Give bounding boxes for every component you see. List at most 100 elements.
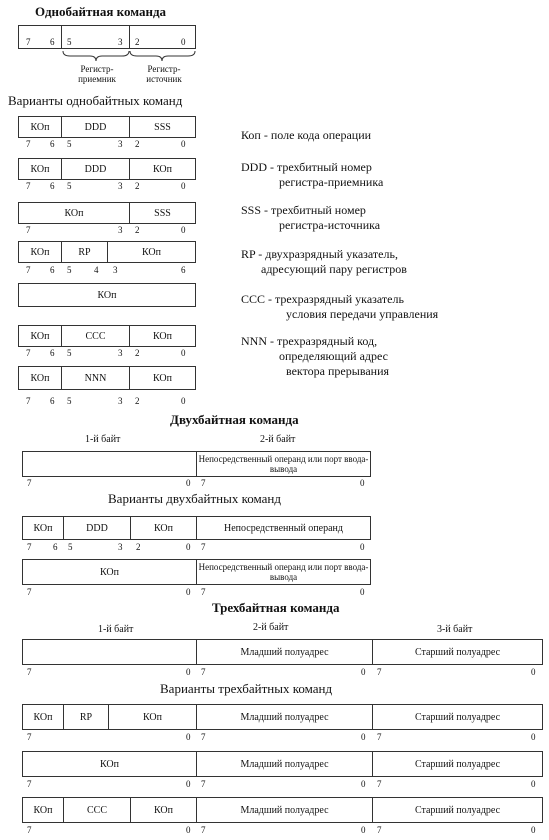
legend-item-nnn: NNN - трехразрядный код, определяющий ад… [241, 334, 389, 379]
title-two-byte: Двухбайтная команда [170, 412, 299, 427]
field-low-half: Младший полуадрес [196, 797, 373, 823]
field-kop: КОп [18, 202, 130, 224]
bit-label: 3 [118, 139, 123, 149]
bit-label: 5 [67, 265, 72, 275]
legend-item-sss: SSS - трехбитный номер регистра-источник… [241, 203, 380, 233]
field-kop: КОп [107, 241, 196, 263]
bit-label: 0 [361, 825, 366, 835]
field-rp: RP [63, 704, 109, 730]
bit-label: 7 [377, 667, 382, 677]
field-kop: КОп [129, 158, 196, 180]
legend-text: вектора прерывания [286, 364, 390, 378]
bit-label: 0 [181, 37, 186, 47]
field-dest [61, 25, 130, 49]
bit-label: 6 [50, 181, 55, 191]
legend-text: регистра-приемника [279, 175, 384, 189]
field-kop: КОп [130, 797, 197, 823]
bit-label: 0 [181, 225, 186, 235]
byte-label: 2-й байт [253, 622, 289, 633]
title-one-byte-variants: Варианты однобайтных команд [8, 93, 183, 108]
bit-label: 7 [26, 37, 31, 47]
bit-label: 7 [26, 139, 31, 149]
bit-label: 0 [361, 732, 366, 742]
bit-label: 7 [377, 825, 382, 835]
brace-lines [62, 50, 196, 62]
title-two-byte-variants: Варианты двухбайтных команд [108, 491, 281, 506]
bit-label: 0 [186, 542, 191, 552]
bit-label: 3 [113, 265, 118, 275]
field-kop: КОп [22, 751, 197, 777]
bit-label: 3 [118, 348, 123, 358]
bit-label: 3 [118, 181, 123, 191]
bit-label: 6 [50, 139, 55, 149]
bit-label: 6 [181, 265, 186, 275]
bit-label: 7 [26, 396, 31, 406]
field-imm-port: Непосредственный операнд или порт ввода-… [196, 559, 371, 585]
bit-label: 7 [201, 825, 206, 835]
field-kop: КОп [22, 516, 64, 540]
field-opcode-byte [22, 639, 197, 665]
legend-text: RP - двухразрядный указатель, [241, 247, 398, 261]
bit-label: 5 [68, 542, 73, 552]
field-kop: КОп [18, 241, 62, 263]
bit-label: 7 [27, 478, 32, 488]
bit-label: 7 [201, 732, 206, 742]
bit-label: 0 [186, 732, 191, 742]
bit-label: 0 [186, 587, 191, 597]
bit-label: 0 [361, 779, 366, 789]
dest-register-label: Регистр-приемник [78, 64, 116, 84]
title-one-byte: Однобайтная команда [35, 4, 167, 19]
bit-label: 2 [135, 37, 140, 47]
title-three-byte: Трехбайтная команда [212, 600, 340, 615]
bit-label: 7 [27, 779, 32, 789]
bit-label: 0 [186, 478, 191, 488]
bit-label: 6 [53, 542, 58, 552]
bit-label: 6 [50, 265, 55, 275]
bit-label: 5 [67, 181, 72, 191]
bit-label: 0 [531, 779, 536, 789]
field-ddd: DDD [61, 158, 130, 180]
bit-label: 0 [181, 139, 186, 149]
bit-label: 7 [26, 265, 31, 275]
legend-text: регистра-источника [279, 218, 381, 232]
bit-label: 0 [181, 181, 186, 191]
field-imm-port: Непосредственный операнд или порт ввода-… [196, 451, 371, 477]
bit-label: 7 [201, 667, 206, 677]
legend-item-ddd: DDD - трехбитный номер регистра-приемник… [241, 160, 383, 190]
byte-label: 3-й байт [437, 624, 473, 635]
field-src [129, 25, 196, 49]
bit-label: 7 [201, 779, 206, 789]
byte-label: 2-й байт [260, 434, 296, 445]
bit-label: 0 [531, 732, 536, 742]
field-kop: КОп [129, 325, 196, 347]
bit-label: 7 [201, 542, 206, 552]
bit-label: 0 [186, 779, 191, 789]
field-opcode-byte [22, 451, 197, 477]
bit-label: 5 [67, 396, 72, 406]
field-high-half: Старший полуадрес [372, 751, 543, 777]
field-kop: КОп [18, 366, 62, 390]
field-kop: КОп [22, 797, 64, 823]
bit-label: 0 [360, 478, 365, 488]
field-kop: КОп [22, 559, 197, 585]
legend-text: Коп - поле кода операции [241, 128, 372, 142]
bit-label: 2 [135, 396, 140, 406]
field-sss: SSS [129, 202, 196, 224]
byte-label: 1-й байт [85, 434, 121, 445]
field-ccc: CCC [63, 797, 131, 823]
legend-item-kop: Коп - поле кода операции [241, 128, 371, 143]
legend-text: SSS - трехбитный номер [241, 203, 366, 217]
field-low-half: Младший полуадрес [196, 639, 373, 665]
bit-label: 0 [531, 667, 536, 677]
field-kop: КОп [18, 325, 62, 347]
field-ddd: DDD [63, 516, 131, 540]
field-kop: КОп [108, 704, 197, 730]
field-high-half: Старший полуадрес [372, 797, 543, 823]
field-low-half: Младший полуадрес [196, 704, 373, 730]
bit-label: 7 [26, 225, 31, 235]
legend-text: CCC - трехразрядный указатель [241, 292, 404, 306]
bit-label: 6 [50, 37, 55, 47]
bit-label: 5 [67, 348, 72, 358]
field-ddd: DDD [61, 116, 130, 138]
bit-label: 3 [118, 542, 123, 552]
